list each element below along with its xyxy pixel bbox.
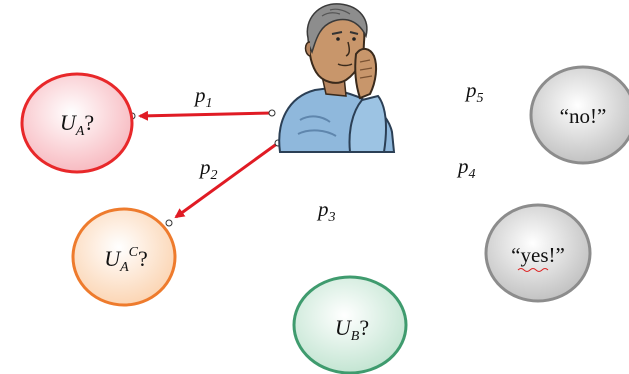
thinking-person-icon [278,3,396,153]
label-p4: p4 [456,154,476,182]
node-no: “no!” [529,65,629,165]
node-ua: UA? [20,72,134,174]
node-ub-label: UB? [335,315,369,344]
node-no-label: “no!” [560,104,607,128]
label-p3: p3 [316,197,336,225]
arrow-p1 [128,109,276,121]
node-yes: “yes!” [484,203,592,303]
node-uac: UAC? [71,207,177,307]
spellcheck-squiggle [517,268,549,272]
label-p5: p5 [464,78,484,106]
label-p2: p2 [198,155,218,183]
arrow-p2 [165,139,282,227]
node-ub: UB? [292,275,408,374]
label-p1: p1 [193,83,213,111]
node-uac-label: UAC? [104,245,148,275]
node-ua-label: UA? [60,110,94,139]
node-yes-label: “yes!” [511,243,565,267]
